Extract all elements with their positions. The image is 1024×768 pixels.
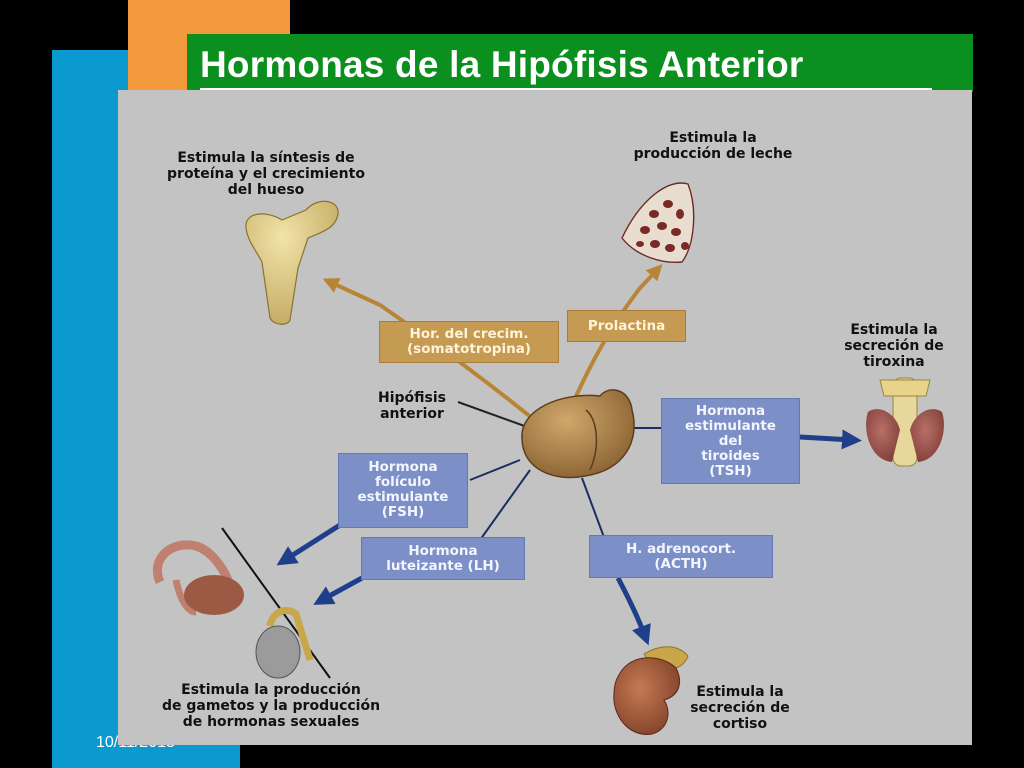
thyroid-effect-label: Estimula la secreción de tiroxina — [826, 322, 962, 370]
tsh-tag-line-4: tiroides — [701, 448, 760, 464]
prolactin-tag-line-1: Prolactina — [587, 318, 666, 334]
gh-hormone-tag: Hor. del crecim. (somatotropina) — [379, 321, 559, 363]
pituitary-label: Hipófisis anterior — [362, 390, 462, 422]
gonads-effect-label: Estimula la producción de gametos y la p… — [126, 682, 416, 730]
pituitary-gland-illustration — [521, 389, 635, 479]
gonad-divider-line — [221, 527, 331, 679]
fsh-tag-line-3: estimulante — [357, 489, 449, 505]
lh-tag-line-1: Hormona — [408, 543, 478, 559]
fsh-tag-line-4: (FSH) — [381, 504, 425, 520]
fsh-tag-line-1: Hormona — [368, 459, 438, 475]
testis-illustration — [255, 607, 314, 679]
acth-hormone-tag: H. adrenocort. (ACTH) — [589, 535, 773, 578]
thyroid-effect-line-3: tiroxina — [863, 354, 925, 370]
kidney-adrenal-illustration — [613, 646, 689, 735]
tsh-tag-line-3: del — [718, 433, 743, 449]
gonads-effect-line-2: de gametos y la producción — [161, 698, 381, 714]
adrenal-effect-line-2: secreción de — [690, 700, 790, 716]
breast-effect-line-2: producción de leche — [633, 146, 793, 162]
acth-tag-line-1: H. adrenocort. — [625, 541, 737, 557]
bone-illustration — [245, 200, 339, 325]
fsh-arrow — [276, 522, 342, 566]
gonads-effect-line-1: Estimula la producción — [181, 682, 361, 698]
tsh-tag-line-5: (TSH) — [709, 463, 752, 479]
tsh-tag-line-2: estimulante — [685, 418, 776, 434]
title-bar — [187, 34, 973, 92]
fsh-hormone-tag: Hormona folículo estimulante (FSH) — [338, 453, 468, 528]
fsh-tag-line-2: folículo — [375, 474, 431, 490]
acth-tag-line-2: (ACTH) — [654, 556, 708, 572]
pituitary-label-line-2: anterior — [380, 406, 444, 422]
tsh-hormone-tag: Hormona estimulante del tiroides (TSH) — [661, 398, 800, 484]
acth-arrow — [615, 576, 651, 646]
adrenal-effect-line-3: cortiso — [712, 716, 768, 732]
breast-effect-line-1: Estimula la — [669, 130, 757, 146]
gh-tag-line-1: Hor. del crecim. — [409, 326, 529, 342]
thyroid-effect-line-1: Estimula la — [850, 322, 938, 338]
breast-effect-label: Estimula la producción de leche — [596, 130, 830, 162]
pituitary-label-line-1: Hipófisis — [378, 390, 446, 406]
breast-illustration — [621, 182, 695, 263]
slide-title: Hormonas de la Hipófisis Anterior — [200, 44, 804, 85]
prolactin-hormone-tag: Prolactina — [567, 310, 686, 342]
lh-arrow — [313, 575, 364, 605]
lh-tag-line-2: luteizante (LH) — [386, 558, 500, 574]
tsh-tag-line-1: Hormona — [695, 403, 766, 419]
gonads-effect-line-3: de hormonas sexuales — [182, 714, 360, 730]
bone-effect-line-1: Estimula la síntesis de — [177, 150, 355, 166]
adrenal-effect-label: Estimula la secreción de cortiso — [670, 684, 810, 732]
tsh-arrow — [799, 429, 862, 450]
title-underline — [200, 88, 932, 90]
thyroid-effect-line-2: secreción de — [844, 338, 944, 354]
adrenal-effect-line-1: Estimula la — [696, 684, 784, 700]
bone-effect-line-3: del hueso — [227, 182, 305, 198]
bone-effect-line-2: proteína y el crecimiento — [167, 166, 365, 182]
thyroid-illustration — [866, 377, 944, 467]
bone-effect-label: Estimula la síntesis de proteína y el cr… — [130, 150, 402, 198]
lh-hormone-tag: Hormona luteizante (LH) — [361, 537, 525, 580]
gh-tag-line-2: (somatotropina) — [407, 341, 531, 357]
ovary-illustration — [153, 540, 244, 616]
